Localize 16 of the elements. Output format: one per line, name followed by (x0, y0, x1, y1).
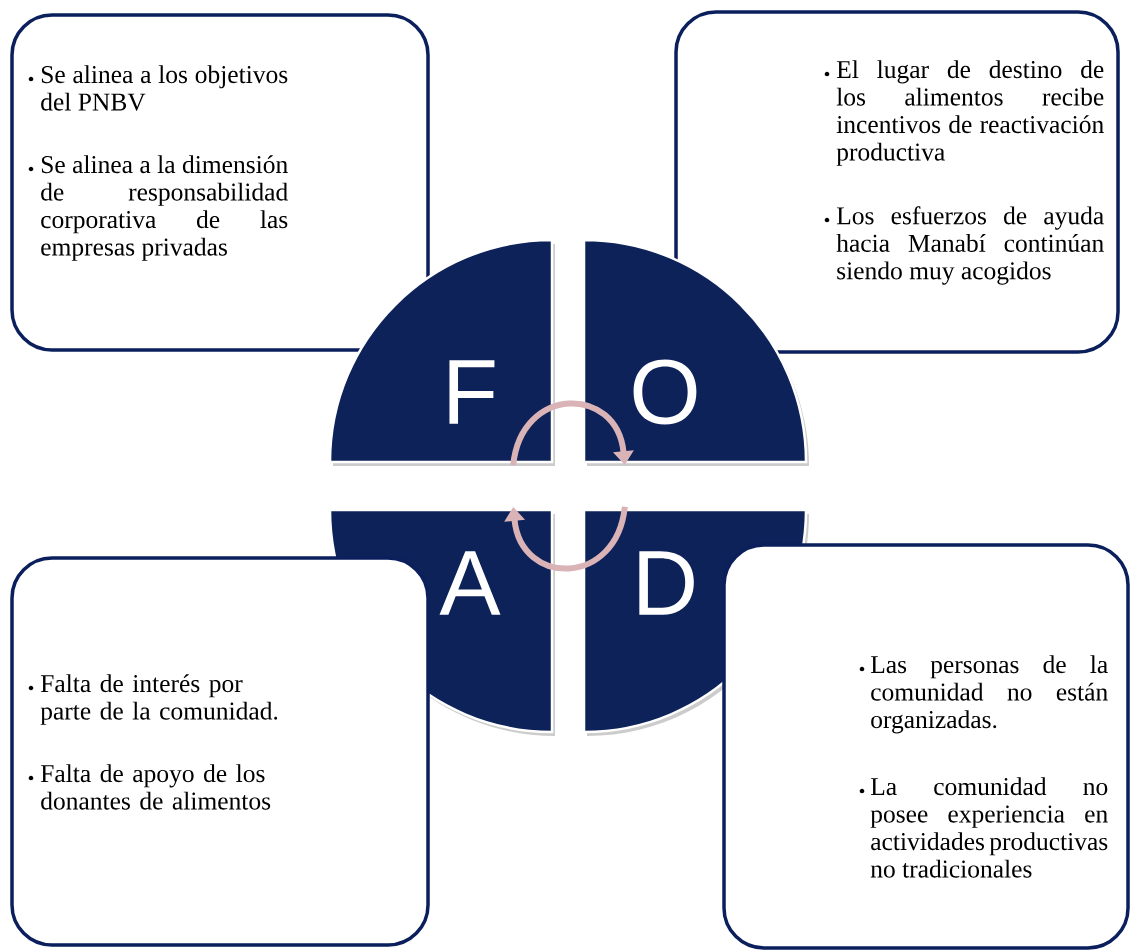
text-box (10, 556, 430, 947)
bullet-text: Se alinea a los objetivos del PNBV (41, 65, 288, 111)
cycle-arrow (510, 400, 634, 466)
bullet-text: Falta de interés por parte de la comunidad. (40, 674, 278, 725)
text-box (722, 543, 1130, 950)
text-box (674, 10, 1120, 354)
bullet-text: El lugar de destino de los alimentos recibe incentivos de reactivación productiva (836, 60, 1104, 166)
bullet-text: Se alinea a la dimensión de responsabilidad corporativa de las empresas privadas (41, 155, 288, 261)
quarter-segment: O (582, 238, 809, 466)
bullet-text: Las personas de la comunidad no están organizadas. (870, 655, 1108, 734)
quarter-segment: F (328, 238, 555, 466)
cycle-arrow (504, 506, 628, 572)
text-box (10, 13, 430, 352)
bullet-text: Falta de apoyo de los donantes de alimentos (40, 764, 271, 810)
bullet-text: Los esfuerzos de ayuda hacia Manabí continúan siendo muy acogidos (836, 206, 1104, 285)
bullet-text: La comunidad no posee experiencia en actividades productivas no tradicionales (870, 777, 1108, 878)
